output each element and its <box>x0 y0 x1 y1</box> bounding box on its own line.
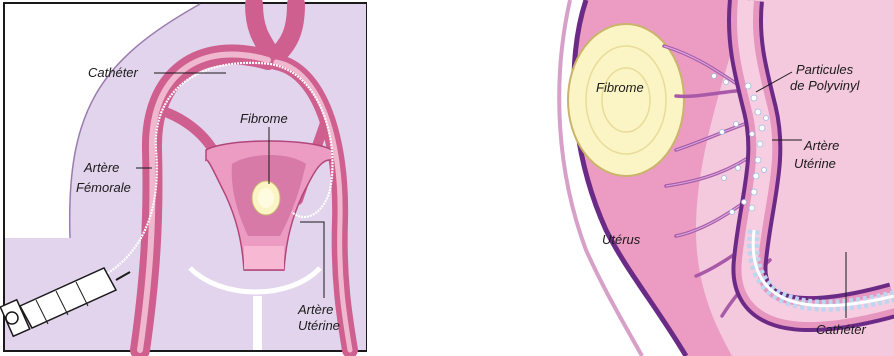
right-diagram-panel: Fibrome Particules de Polyvinyl Artère U… <box>546 0 894 356</box>
label-uterus: Utérus <box>602 232 641 247</box>
label-femoral-artery-2: Fémorale <box>76 180 131 195</box>
label-catheter-left: Cathéter <box>88 65 139 80</box>
vaginal-canal <box>253 296 262 350</box>
label-catheter-right: Cathéter <box>816 322 867 337</box>
label-fibroid-left: Fibrome <box>240 111 288 126</box>
label-uterine-artery-left-1: Artère <box>297 302 333 317</box>
fibroid-core <box>258 188 274 208</box>
label-particles-2: de Polyvinyl <box>790 78 860 93</box>
left-diagram: Cathéter Artère Fémorale Fibrome Artère … <box>0 0 372 356</box>
label-particles-1: Particules <box>796 62 854 77</box>
label-uterine-artery-right-1: Artère <box>803 138 839 153</box>
label-femoral-artery-1: Artère <box>83 160 119 175</box>
label-uterine-artery-right-2: Utérine <box>794 156 836 171</box>
label-uterine-artery-left-2: Utérine <box>298 318 340 333</box>
left-diagram-panel: Cathéter Artère Fémorale Fibrome Artère … <box>0 0 372 356</box>
right-diagram: Fibrome Particules de Polyvinyl Artère U… <box>546 0 894 356</box>
label-fibroid-right: Fibrome <box>596 80 644 95</box>
